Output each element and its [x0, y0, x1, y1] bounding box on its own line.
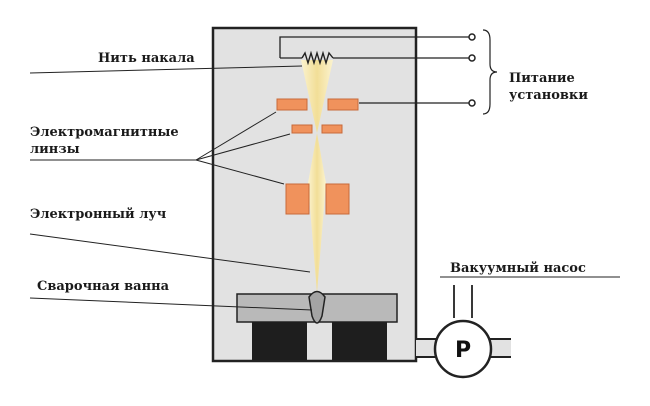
leader-weld [29, 297, 313, 311]
filament-wiring [279, 36, 470, 104]
power-terminals [468, 33, 476, 107]
leader-lens-large [195, 159, 285, 185]
electromagnetic-lenses [276, 98, 359, 215]
pump-letter: P [455, 338, 471, 363]
lens-small-left [291, 124, 313, 134]
label-power-line2: установки [509, 88, 588, 103]
leader-beam [29, 233, 311, 273]
vacuum-pump-symbol [433, 319, 493, 379]
filament-coil [301, 50, 334, 66]
terminal-1 [468, 33, 476, 41]
electron-beam [301, 60, 333, 293]
weld-pool [308, 290, 326, 324]
label-lenses-line2: линзы [30, 142, 80, 157]
label-beam: Электронный луч [30, 207, 167, 222]
label-power-line1: Питание [509, 71, 575, 86]
workpiece-supports [252, 322, 387, 360]
terminal-2 [468, 54, 476, 62]
label-weld-pool: Сварочная ванна [37, 279, 170, 294]
support-right [332, 322, 387, 360]
lens-large-right [325, 183, 350, 215]
lens-upper-left [276, 98, 308, 111]
support-left [252, 322, 307, 360]
label-vacuum-pump: Вакуумный насос [450, 261, 586, 276]
power-brace [482, 29, 498, 115]
terminal-3 [468, 99, 476, 107]
lens-large-left [285, 183, 310, 215]
leader-lens-upper [195, 111, 277, 161]
label-lenses-line1: Электромагнитные [30, 125, 179, 140]
lens-small-right [321, 124, 343, 134]
pump-inlet [453, 285, 473, 318]
leader-lines [29, 65, 620, 311]
leader-filament [29, 65, 303, 74]
lens-upper-right [327, 98, 359, 111]
label-filament: Нить накала [98, 51, 195, 66]
leader-lens-small [195, 133, 291, 161]
